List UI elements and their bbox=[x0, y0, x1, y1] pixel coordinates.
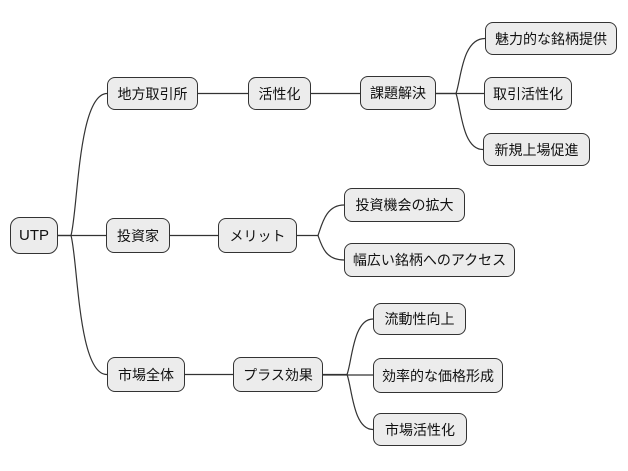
node-attractive-stock-offering: 魅力的な銘柄提供 bbox=[485, 22, 617, 55]
node-trading-activation: 取引活性化 bbox=[484, 77, 572, 110]
edge-positive-liquidity bbox=[346, 318, 374, 376]
edge-problem-newlisting bbox=[455, 92, 484, 151]
node-liquidity-improvement: 流動性向上 bbox=[373, 303, 466, 335]
node-new-listing-promotion: 新規上場促進 bbox=[483, 133, 590, 166]
edge-merit-wideaccess bbox=[317, 234, 345, 261]
node-wide-stock-access: 幅広い銘柄へのアクセス bbox=[344, 243, 515, 277]
node-investment-opportunity-expansion: 投資機会の拡大 bbox=[344, 188, 465, 222]
node-market-activation: 市場活性化 bbox=[373, 413, 467, 446]
edge-utp-market bbox=[70, 234, 108, 376]
node-problem-solving: 課題解決 bbox=[360, 76, 436, 110]
node-positive-effect: プラス効果 bbox=[233, 357, 323, 392]
node-utp: UTP bbox=[10, 217, 58, 254]
edge-problem-attractive bbox=[455, 37, 486, 95]
node-investors: 投資家 bbox=[106, 218, 170, 253]
edge-merit-invop bbox=[317, 204, 345, 237]
node-whole-market: 市場全体 bbox=[107, 357, 185, 392]
edge-positive-mktact bbox=[346, 373, 374, 431]
node-regional-exchange: 地方取引所 bbox=[107, 77, 198, 110]
edge-utp-regional bbox=[70, 92, 108, 237]
node-efficient-price-formation: 効率的な価格形成 bbox=[373, 358, 503, 393]
node-merit: メリット bbox=[218, 218, 297, 253]
node-activation: 活性化 bbox=[248, 77, 311, 110]
